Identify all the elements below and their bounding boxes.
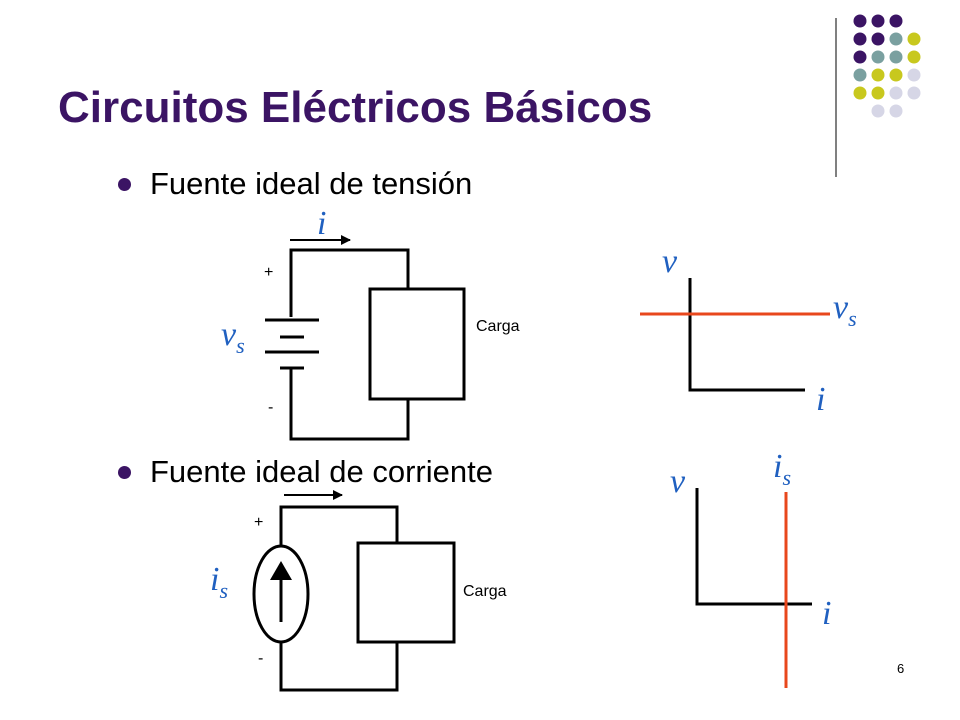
decorative-dot	[907, 68, 921, 82]
bullet-voltage-source: Fuente ideal de tensión	[118, 166, 472, 202]
source-current-label: is	[210, 561, 228, 603]
bullet-current-source: Fuente ideal de corriente	[118, 454, 493, 490]
y-axis-label: v	[670, 463, 686, 500]
decorative-dot	[907, 32, 921, 46]
decorative-dot	[889, 32, 903, 46]
x-axis-label: i	[816, 381, 825, 418]
decorative-dot-grid	[853, 14, 921, 118]
bullet-icon	[118, 465, 131, 479]
x-axis-label: i	[822, 595, 831, 632]
line-label: vs	[833, 289, 857, 331]
decorative-dot	[907, 86, 921, 100]
y-axis-label: v	[662, 243, 678, 280]
decorative-dot	[871, 68, 885, 82]
decorative-dot	[871, 14, 885, 28]
source-voltage-label: vs	[221, 316, 245, 358]
current-label: i	[317, 205, 326, 242]
plus-sign: +	[264, 264, 273, 281]
circuit-wire-top	[289, 248, 410, 317]
decorative-dot	[853, 32, 867, 46]
current-source-graph: v i is	[670, 448, 831, 688]
bullet-icon	[118, 177, 131, 191]
load-label: Carga	[463, 583, 507, 600]
decorative-dot	[907, 50, 921, 64]
decorative-dot	[889, 104, 903, 118]
decorative-dot	[871, 104, 885, 118]
plus-sign: +	[254, 514, 263, 531]
decorative-dot	[889, 14, 903, 28]
load-box	[368, 287, 466, 401]
decorative-dot	[871, 86, 885, 100]
circuit-wire-bottom	[289, 369, 410, 441]
graph-axes	[688, 278, 805, 392]
load-label: Carga	[476, 318, 520, 335]
minus-sign: -	[268, 399, 273, 416]
decorative-dot	[871, 50, 885, 64]
line-label: is	[773, 448, 791, 490]
decorative-dot	[853, 14, 867, 28]
current-source-circuit: + - is Carga	[210, 490, 507, 692]
voltage-source-circuit: i + - vs Carga	[221, 205, 520, 441]
current-source-circle	[252, 544, 310, 644]
decorative-dot	[853, 50, 867, 64]
decorative-dot	[853, 68, 867, 82]
circuit-wire-top	[279, 505, 399, 546]
graph-axes	[695, 488, 812, 606]
bullet-text: Fuente ideal de corriente	[150, 454, 493, 489]
minus-sign: -	[258, 650, 263, 667]
voltage-source-graph: v i vs	[640, 243, 857, 418]
load-box	[356, 541, 456, 644]
decorative-dot	[889, 86, 903, 100]
decorative-dot	[889, 50, 903, 64]
circuit-wire-bottom	[279, 642, 399, 692]
decorative-dot	[853, 86, 867, 100]
decorative-dot	[889, 68, 903, 82]
bullet-text: Fuente ideal de tensión	[150, 166, 473, 201]
source-arrowhead-icon	[270, 561, 292, 580]
slide-title: Circuitos Eléctricos Básicos	[58, 83, 653, 132]
page-number: 6	[897, 661, 905, 676]
decorative-dot	[871, 32, 885, 46]
